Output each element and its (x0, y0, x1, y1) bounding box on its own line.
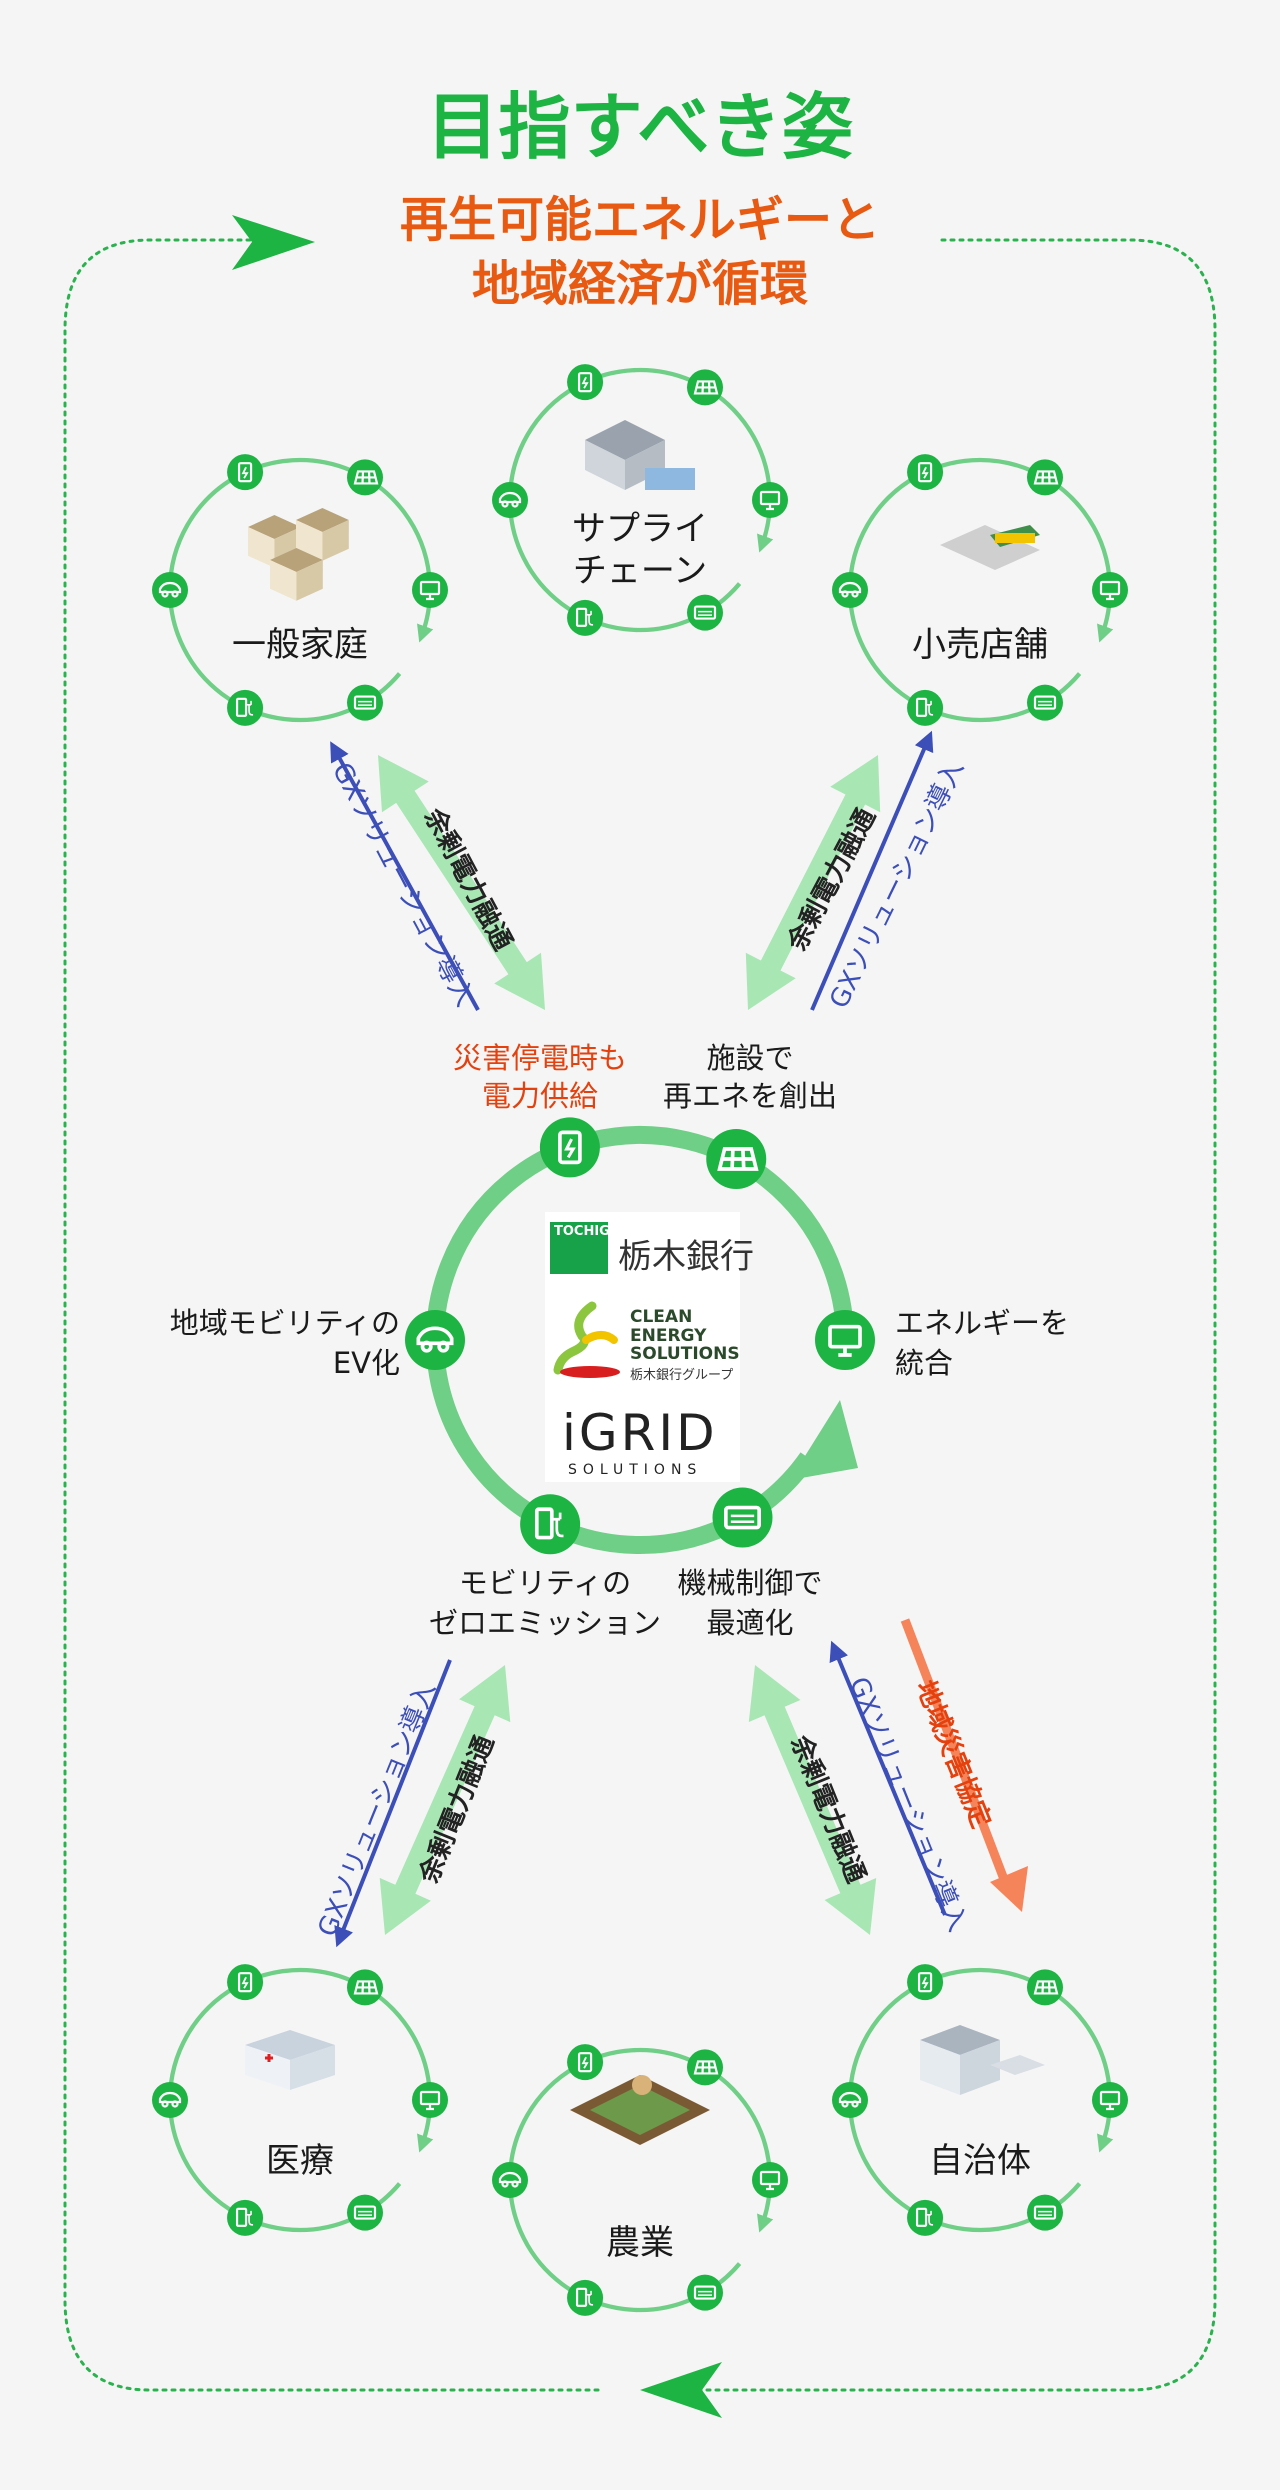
label-create-2: 再エネを創出 (662, 1079, 837, 1113)
house-illustration-3 (270, 548, 323, 601)
tochigin-logo-box: TOCHIGIN (550, 1222, 626, 1274)
loop-arrow-top (232, 215, 315, 270)
gx-arrow-bottom-right (829, 1640, 947, 1916)
node-retail-car-icon (832, 572, 868, 608)
ces-logo-line-3: SOLUTIONS (630, 1344, 740, 1365)
node-supply-hvac-icon (687, 594, 723, 631)
node-retail-monitor-icon (1092, 572, 1128, 608)
node-label-agriculture: 農業 (606, 2223, 674, 2263)
igrid-logo-subtext: SOLUTIONS (568, 1462, 703, 1478)
node-agriculture-car-icon (492, 2162, 528, 2198)
node-medical-car-icon (152, 2082, 188, 2118)
node-agriculture (492, 2044, 788, 2316)
label-mobility-1: 地域モビリティの (169, 1306, 400, 1340)
ces-logo-line-2: ENERGY (630, 1325, 707, 1346)
gx-arrow-top-right (810, 730, 934, 1011)
node-agriculture-monitor-icon (752, 2162, 788, 2198)
agreement-arrow-head (990, 1866, 1028, 1912)
factory-illustration (585, 420, 695, 490)
label-disaster-1: 災害停電時も (452, 1041, 627, 1075)
node-agriculture-battery-icon (567, 2044, 604, 2081)
gx-arrow-top-left (330, 741, 480, 1011)
ces-logo-icon (553, 1301, 620, 1378)
center-ring-arrowhead (790, 1400, 858, 1480)
node-municipality-ring (847, 1967, 1114, 2233)
municipal-illustration (920, 2025, 1045, 2095)
node-retail-ring (847, 457, 1114, 723)
center-monitor-icon (815, 1310, 875, 1370)
ces-logo-text: CLEAN ENERGY SOLUTIONS (630, 1308, 740, 1364)
node-retail-battery-icon (907, 454, 944, 491)
node-medical-monitor-icon (412, 2082, 448, 2118)
label-disaster-2: 電力供給 (481, 1079, 598, 1113)
node-medical-battery-icon (227, 1964, 264, 2001)
outer-loop (63, 238, 1217, 2392)
page-title: 目指すべき姿 (426, 85, 854, 169)
node-agriculture-hvac-icon (687, 2274, 723, 2311)
label-zero-2: ゼロエミッション (428, 1606, 661, 1640)
node-municipality-battery-icon (907, 1964, 944, 2001)
agreement-arrow (900, 1618, 1015, 1897)
house-illustration-2 (296, 508, 349, 561)
store-illustration (940, 525, 1040, 570)
node-retail (832, 454, 1128, 726)
gx-arrow-bottom-left (334, 1659, 452, 1948)
hospital-illustration (245, 2030, 335, 2090)
label-machine-1: 機械制御で (677, 1566, 823, 1600)
farm-illustration (570, 2075, 710, 2145)
ces-logo-line-1: CLEAN (630, 1307, 693, 1327)
node-home-monitor-icon (412, 572, 448, 608)
node-home-battery-icon (227, 454, 264, 491)
center-battery-icon (539, 1117, 600, 1178)
surplus-arrow-top-left (378, 755, 545, 1010)
node-home (152, 454, 448, 726)
node-municipality-monitor-icon (1092, 2082, 1128, 2118)
node-home-hvac-icon (347, 684, 383, 721)
node-label-supply-2: チェーン (572, 551, 708, 591)
label-integrate-1: エネルギーを (895, 1306, 1070, 1340)
node-supply-battery-icon (567, 364, 604, 401)
center-ring-arc (426, 1126, 854, 1554)
node-municipality-hvac-icon (1027, 2194, 1063, 2231)
node-supply-monitor-icon (752, 482, 788, 518)
node-label-retail: 小売店舗 (912, 625, 1048, 665)
label-integrate-2: 統合 (895, 1346, 954, 1380)
surplus-arrow-top-right (745, 755, 881, 1010)
ces-logo-subtext: 栃木銀行グループ (630, 1368, 734, 1383)
node-municipality (832, 1964, 1128, 2236)
node-retail-hvac-icon (1027, 684, 1063, 721)
surplus-arrow-bottom-left (379, 1665, 511, 1935)
node-label-municipality: 自治体 (929, 2141, 1031, 2181)
node-supply (492, 364, 788, 636)
label-zero-1: モビリティの (458, 1566, 632, 1600)
node-medical (152, 1964, 448, 2236)
center-car-icon (405, 1310, 465, 1370)
node-label-medical: 医療 (266, 2141, 334, 2181)
label-mobility-2: EV化 (332, 1346, 400, 1380)
node-supply-ring (507, 367, 774, 633)
subtitle-line-2: 地域経済が循環 (471, 256, 808, 312)
igrid-logo-text: iGRID (562, 1404, 718, 1462)
subtitle-line-1: 再生可能エネルギーと (399, 192, 880, 248)
label-machine-2: 最適化 (706, 1606, 794, 1640)
surplus-arrow-bottom-right (748, 1665, 877, 1935)
node-agriculture-ring (507, 2047, 774, 2313)
loop-arrow-bottom (640, 2362, 722, 2418)
node-label-home: 一般家庭 (232, 625, 368, 665)
node-municipality-car-icon (832, 2082, 868, 2118)
node-home-car-icon (152, 572, 188, 608)
node-supply-car-icon (492, 482, 528, 518)
node-home-ring (167, 457, 434, 723)
node-label-supply: サプライ (572, 509, 708, 549)
center-hvac-icon (712, 1487, 773, 1548)
label-create-1: 施設で (706, 1041, 794, 1075)
tochigin-logo-text: 栃木銀行 (618, 1237, 754, 1277)
node-medical-ring (167, 1967, 434, 2233)
node-medical-hvac-icon (347, 2194, 383, 2231)
